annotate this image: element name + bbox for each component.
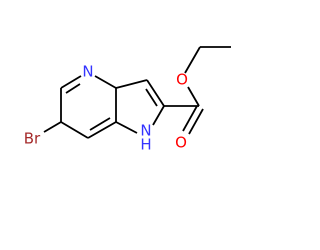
bond-n1-c7a [115,121,138,134]
bond-c7-c7a [87,121,117,139]
bond-o-ch2 [184,46,201,74]
bond-carbonyl-o-double-b [188,108,204,135]
atom-nh-hydrogen: H [140,136,151,154]
atom-o-carbonyl: O [175,134,187,152]
bond-n4-c3a [94,75,117,89]
atom-n-pyridine: N [82,63,93,81]
bond-c6-c7 [60,121,89,139]
bond-c2-n1 [152,105,165,126]
atom-o-ester: O [176,71,188,89]
bond-carbonyl-o-double-a [182,105,198,132]
bond-c6-br [43,121,62,133]
bond-c3-c2 [146,79,165,107]
bond-c3a-c3 [115,79,148,89]
bond-c3-c2-inner [145,88,158,107]
bond-n4-c5-inner [65,83,81,94]
bond-n4-c5 [60,75,82,89]
structure-diagram: N Br N H O O [24,46,231,154]
atom-nh-nitrogen: N [140,122,151,140]
bond-c7-c7a-inner [89,117,111,131]
bond-carbonyl-o-ester [187,86,200,107]
atom-bromine: Br [24,130,41,148]
